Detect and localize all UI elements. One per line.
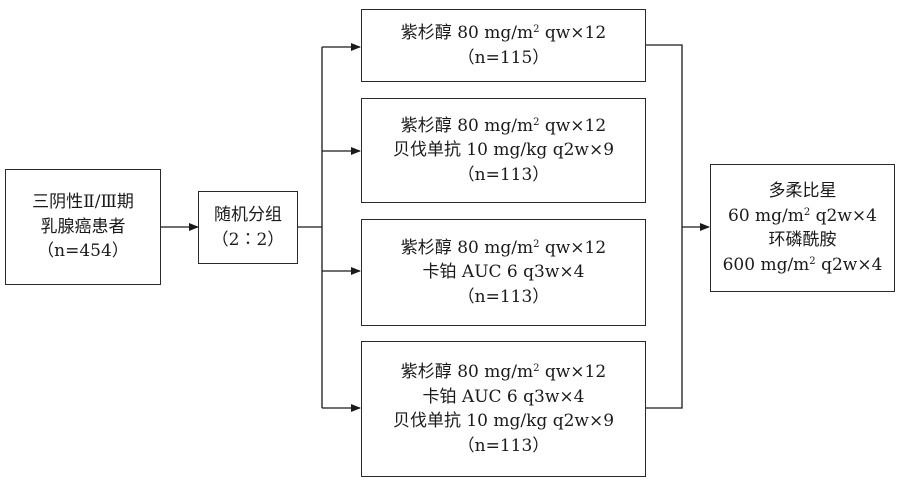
regimen-schedule: qw×12 [539,23,607,43]
regimen-line: 卡铂 AUC 6 q3w×4 [423,260,585,285]
patients-line: 三阴性Ⅱ/Ⅲ期 [32,192,134,213]
unit-superscript: 2 [803,206,811,218]
regimen-text: （n=115） [457,47,550,68]
regimen-line: 紫杉醇 80 mg/m2 qw×12 [401,114,606,139]
regimen-text: 600 mg/m [722,254,810,275]
regimen-text: （n=113） [457,435,550,456]
regimen-line: 紫杉醇 80 mg/m2 qw×12 [401,21,606,46]
unit-superscript: 2 [533,116,540,128]
regimen-line: 紫杉醇 80 mg/m2 qw×12 [401,360,606,385]
regimen-line: 贝伐单抗 10 mg/kg q2w×9 [393,409,614,434]
regimen-line: 600 mg/m2 q2w×4 [723,253,883,278]
regimen-line: 60 mg/m2 q2w×4 [728,204,877,229]
regimen-text: 环磷酰胺 [768,230,837,250]
regimen-text: （n=113） [457,286,550,307]
randomization-box: 随机分组 （2∶2） [198,191,298,264]
regimen-line: （n=113） [458,434,550,459]
regimen-line: 多柔比星 [769,179,837,204]
unit-superscript: 2 [533,24,540,35]
randomization-line: （2∶2） [211,229,285,250]
regimen-schedule: qw×12 [539,362,607,382]
arm-box-1: 紫杉醇 80 mg/m2 qw×12（n=115） [361,9,646,82]
regimen-line: （n=113） [458,163,550,188]
regimen-line: （n=113） [458,285,550,310]
regimen-text: 卡铂 AUC 6 q3w×4 [422,386,585,407]
regimen-text: 紫杉醇 80 mg/m [400,23,534,43]
regimen-line: 卡铂 AUC 6 q3w×4 [423,385,585,410]
patients-line: （n=454） [37,241,129,262]
randomization-line: 随机分组 [214,205,282,225]
unit-superscript: 2 [533,363,540,374]
regimen-text: 紫杉醇 80 mg/m [400,115,534,136]
regimen-text: 贝伐单抗 10 mg/kg q2w×9 [392,411,615,431]
regimen-line: 紫杉醇 80 mg/m2 qw×12 [401,236,606,261]
merge-from-arm-1 [646,44,683,409]
regimen-schedule: q2w×4 [810,205,877,226]
unit-superscript: 2 [809,255,816,267]
regimen-text: 卡铂 AUC 6 q3w×4 [422,262,585,283]
regimen-text: 紫杉醇 80 mg/m [400,362,534,382]
regimen-line: （n=115） [458,46,550,71]
regimen-schedule: qw×12 [539,237,607,258]
patients-line: 乳腺癌患者 [40,216,126,237]
regimen-text: 贝伐单抗 10 mg/kg q2w×9 [392,140,615,161]
regimen-text: 60 mg/m [728,205,804,226]
regimen-text: 紫杉醇 80 mg/m [400,237,534,258]
unit-superscript: 2 [533,238,540,250]
regimen-text: （n=113） [457,164,550,185]
regimen-line: 环磷酰胺 [769,228,837,253]
regimen-text: 多柔比星 [768,181,837,201]
regimen-line: 贝伐单抗 10 mg/kg q2w×9 [393,138,614,163]
regimen-schedule: qw×12 [539,115,607,136]
patients-box: 三阴性Ⅱ/Ⅲ期 乳腺癌患者 （n=454） [5,169,161,285]
regimen-schedule: q2w×4 [815,254,883,275]
